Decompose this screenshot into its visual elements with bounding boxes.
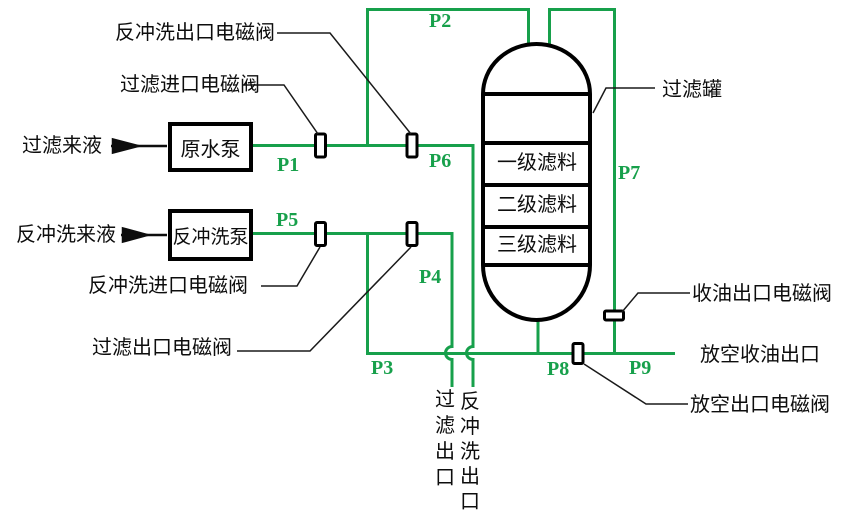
pipe-p7-run: [548, 8, 616, 354]
backwash-inlet-valve-icon: [314, 221, 327, 247]
leader-filter-outlet-valve: [237, 246, 412, 352]
backwash-feed-label: 反冲洗来液: [16, 224, 116, 246]
vent-oil-outlet-label: 放空收油出口: [700, 344, 820, 366]
raw-water-pump-label: 原水泵: [180, 138, 241, 161]
pipe-tag-p4: P4: [419, 266, 442, 288]
vent-outlet-valve-label: 放空出口电磁阀: [690, 394, 830, 416]
pipe-tag-p1: P1: [277, 154, 300, 176]
pipe-tag-p7: P7: [618, 162, 641, 184]
pipe-tag-p5: P5: [276, 209, 299, 231]
filter-outlet-valve-icon: [405, 221, 419, 247]
leader-backwash-inlet-valve: [261, 246, 321, 287]
tank-media-3-label: 三级滤料: [497, 234, 577, 256]
filter-outlet-label: 过滤出口: [435, 389, 455, 489]
filter-feed-label: 过滤来液: [22, 135, 102, 157]
pipe-p1-p6-run: [253, 144, 475, 387]
backwash-pump-label: 反冲洗泵: [172, 226, 249, 248]
tank-media-2-label: 二级滤料: [497, 194, 577, 216]
backwash-outlet-label: 反冲洗出口: [460, 391, 480, 513]
filter-feed-arrow-icon: [111, 137, 143, 155]
pipe-tag-p9: P9: [629, 357, 652, 379]
backwash-outlet-valve-icon: [405, 132, 419, 159]
backwash-feed-arrow-icon: [121, 226, 152, 244]
backwash-inlet-valve-label: 反冲洗进口电磁阀: [88, 275, 248, 297]
filter-tank-section-lines: [483, 92, 590, 267]
vent-outlet-valve-icon: [571, 342, 585, 365]
leader-vent-outlet-valve: [583, 363, 688, 405]
pipe-tag-p8: P8: [547, 358, 570, 380]
backwash-pump: 反冲洗泵: [168, 209, 253, 261]
oil-outlet-valve-label: 收油出口电磁阀: [692, 283, 832, 305]
leader-filter-tank: [592, 87, 655, 114]
leader-oil-outlet-valve: [621, 292, 690, 313]
pipe-p2-run: [366, 8, 530, 146]
pipe-tag-p6: P6: [429, 150, 452, 172]
leader-backwash-outlet-valve: [277, 32, 412, 135]
backwash-outlet-valve-label: 反冲洗出口电磁阀: [115, 22, 275, 44]
filter-inlet-valve-label: 过滤进口电磁阀: [120, 74, 260, 96]
filter-outlet-valve-label: 过滤出口电磁阀: [92, 337, 232, 359]
oil-outlet-valve-icon: [603, 309, 625, 322]
pipe-p5-p4-run: [253, 232, 454, 387]
filter-tank-label: 过滤罐: [662, 79, 722, 101]
pipe-tag-p3: P3: [371, 357, 394, 379]
leader-filter-inlet-valve: [243, 84, 319, 135]
raw-water-pump: 原水泵: [168, 122, 253, 172]
tank-media-1-label: 一级滤料: [497, 152, 577, 174]
pipe-tag-p2: P2: [429, 10, 452, 32]
filter-inlet-valve-icon: [314, 132, 327, 159]
filter-tank-shell: [481, 42, 592, 322]
